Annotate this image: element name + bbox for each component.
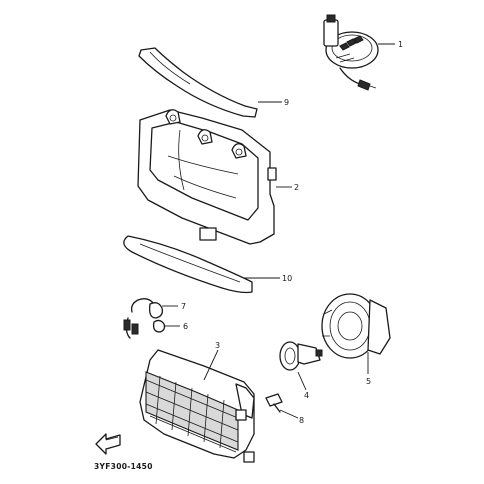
callout-1: 1 [398,40,403,49]
part-2-headlight-housing [137,109,277,245]
leader-lines [162,43,395,419]
diagram-code: 3YF300-1450 [94,462,153,471]
part-5-socket-cover [321,293,391,359]
callout-9: 9 [284,98,289,107]
part-9-trim-strip [138,47,258,118]
callout-3: 3 [215,341,220,350]
part-3-headlight-unit [139,349,255,463]
front-arrow-icon [95,433,121,455]
callout-7: 7 [181,302,186,311]
callout-8: 8 [299,416,304,425]
callout-4: 4 [304,391,309,400]
part-1-socket-assembly [323,14,379,91]
part-4-bulb [279,341,323,371]
part-8-bolt [265,393,283,413]
part-10-lower-pad [123,235,253,294]
callout-6: 6 [183,322,188,331]
part-6-clip [152,319,166,333]
callout-2: 2 [294,183,299,192]
callout-10: 10 [282,274,292,283]
part-7-wiring-harness [123,298,164,339]
callout-5: 5 [366,377,371,386]
